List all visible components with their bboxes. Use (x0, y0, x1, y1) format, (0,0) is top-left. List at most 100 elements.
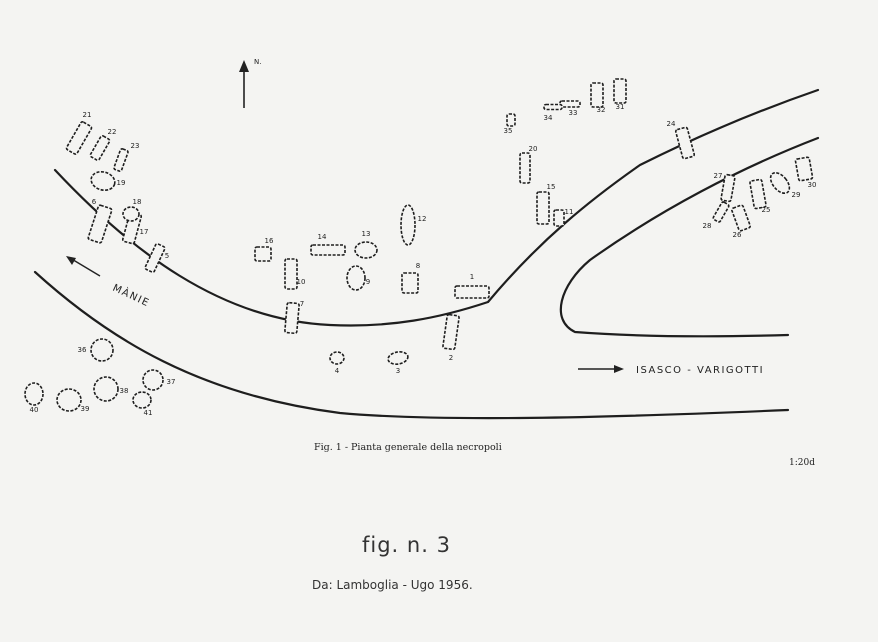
tomb-shape (329, 351, 345, 365)
tomb-5: 5 (144, 243, 169, 273)
tomb-shape (536, 191, 550, 225)
tomb-shape (387, 351, 409, 365)
scale-label: 1:20d (789, 458, 815, 468)
road-upper-edge (53, 88, 820, 327)
tomb-24: 24 (667, 120, 696, 160)
tomb-shape (442, 313, 460, 351)
tomb-number-label: 11 (565, 208, 574, 216)
tomb-shape (142, 369, 164, 391)
tomb-number-label: 9 (366, 278, 370, 286)
tomb-30: 30 (794, 156, 816, 189)
tomb-11: 11 (553, 208, 574, 227)
tomb-number-label: 22 (108, 128, 117, 136)
tomb-23: 23 (113, 142, 139, 172)
tomb-32: 32 (590, 82, 605, 114)
tomb-21: 21 (65, 111, 93, 155)
tomb-shape (354, 241, 378, 259)
tomb-number-label: 5 (165, 252, 169, 260)
tomb-shape (90, 338, 114, 362)
tomb-10: 10 (284, 258, 306, 290)
tomb-25: 25 (749, 178, 770, 214)
tomb-19: 19 (90, 170, 125, 192)
tomb-shape (346, 265, 366, 291)
road-label-isasco: ISASCO - VARIGOTTI (636, 365, 764, 376)
tomb-number-label: 34 (544, 114, 553, 122)
tomb-shape (144, 243, 166, 273)
tomb-shape (132, 391, 152, 409)
tomb-number-label: 12 (418, 215, 427, 223)
tomb-number-label: 26 (733, 231, 742, 239)
tomb-number-label: 17 (140, 228, 149, 236)
tombs-layer: 1234567891011121314151617181920212223242… (24, 78, 816, 417)
tomb-shape (454, 285, 490, 299)
tomb-shape (519, 152, 531, 184)
tomb-number-label: 20 (529, 145, 538, 153)
tomb-12: 12 (400, 204, 427, 246)
tomb-6: 6 (87, 198, 113, 244)
tomb-7: 7 (284, 300, 304, 335)
tomb-35: 35 (504, 113, 516, 135)
tomb-28: 28 (703, 201, 730, 230)
road-lower-edge (33, 270, 790, 420)
tomb-40: 40 (24, 382, 44, 414)
tomb-shape (93, 376, 119, 402)
tomb-shape (310, 244, 346, 256)
tomb-31: 31 (613, 78, 627, 111)
tomb-shape (613, 78, 627, 104)
tomb-4: 4 (329, 351, 345, 375)
tomb-shape (749, 178, 767, 210)
tomb-number-label: 13 (362, 230, 371, 238)
tomb-29: 29 (769, 171, 801, 199)
tomb-number-label: 41 (144, 409, 153, 417)
tomb-number-label: 36 (78, 346, 87, 354)
tomb-number-label: 40 (30, 406, 39, 414)
tomb-number-label: 27 (714, 172, 723, 180)
tomb-number-label: 8 (416, 262, 420, 270)
tomb-9: 9 (346, 265, 370, 291)
tomb-37: 37 (142, 369, 176, 391)
tomb-14: 14 (310, 233, 346, 256)
tomb-22: 22 (89, 128, 117, 161)
tomb-shape (56, 388, 82, 412)
tomb-shape (400, 204, 416, 246)
tomb-shape (590, 82, 604, 108)
tomb-shape (674, 126, 696, 160)
tomb-shape (559, 100, 581, 108)
north-label: N. (254, 58, 262, 66)
tomb-27: 27 (714, 172, 736, 203)
tomb-number-label: 37 (167, 378, 176, 386)
tomb-shape (720, 173, 736, 203)
tomb-8: 8 (401, 262, 420, 294)
tomb-34: 34 (543, 103, 563, 122)
tomb-shape (769, 171, 791, 195)
tomb-shape (113, 148, 129, 172)
tomb-13: 13 (354, 230, 378, 259)
tomb-number-label: 18 (133, 198, 142, 206)
tomb-number-label: 31 (616, 103, 625, 111)
tomb-shape (731, 204, 751, 232)
tomb-shape (65, 121, 93, 155)
tomb-shape (553, 209, 565, 227)
tomb-shape (401, 272, 419, 294)
tomb-26: 26 (731, 204, 751, 239)
tomb-number-label: 7 (300, 300, 304, 308)
tomb-number-label: 35 (504, 127, 513, 135)
tomb-3: 3 (387, 351, 409, 375)
tomb-number-label: 23 (131, 142, 140, 150)
tomb-1: 1 (454, 273, 490, 299)
tomb-15: 15 (536, 183, 555, 225)
tomb-number-label: 33 (569, 109, 578, 117)
tomb-39: 39 (56, 388, 89, 413)
tomb-shape (254, 246, 272, 262)
tomb-shape (284, 301, 300, 335)
tomb-shape (543, 103, 563, 111)
tomb-2: 2 (442, 313, 460, 362)
tomb-38: 38 (93, 376, 128, 402)
tomb-20: 20 (519, 145, 538, 184)
tomb-number-label: 29 (792, 191, 801, 199)
tomb-shape (712, 201, 730, 223)
tomb-number-label: 10 (297, 278, 306, 286)
road-branch-curve (559, 136, 820, 338)
tomb-number-label: 28 (703, 222, 712, 230)
